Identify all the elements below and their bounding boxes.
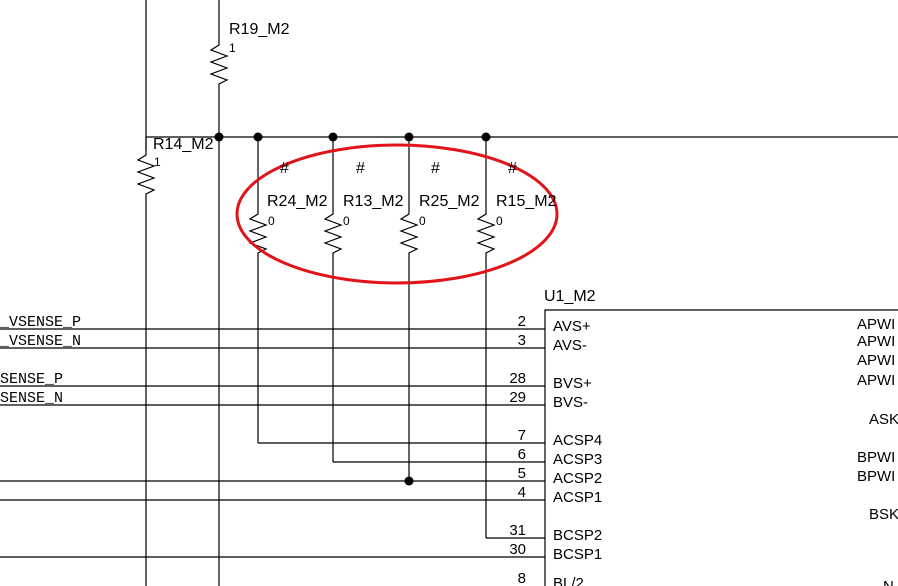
- ic-pin-label: ACSP2: [553, 470, 602, 487]
- r25-mark: #: [431, 160, 440, 177]
- r24-label: R24_M2: [267, 193, 328, 210]
- ic-right-pin-label: APWI: [857, 372, 895, 389]
- ic-right-pin-label: APWI: [857, 333, 895, 350]
- r19-resistor-symbol: [209, 40, 229, 88]
- junction-dot: [253, 132, 263, 142]
- ic-right-pin-label: ASK: [869, 411, 898, 428]
- r14-resistor-symbol: [136, 150, 156, 200]
- net-label-avsense-p: _VSENSE_P: [0, 314, 81, 331]
- ic-pin-number: 29: [509, 389, 526, 406]
- r19-label: R19_M2: [229, 21, 290, 38]
- r13-label: R13_M2: [343, 193, 404, 210]
- ic-pin-label: BCSP2: [553, 527, 602, 544]
- ic-right-pin-label: APWI: [857, 352, 895, 369]
- net-label-bsense-p: SENSE_P: [0, 371, 63, 388]
- r15-pin-label: 0: [496, 214, 503, 228]
- ic-pin-label: ACSP1: [553, 489, 602, 506]
- r25-resistor-symbol: [399, 210, 419, 256]
- ic-pin-label: ACSP4: [553, 432, 602, 449]
- junction-dot: [481, 132, 491, 142]
- ic-pin-label: BCSP1: [553, 546, 602, 563]
- ic-pin-label: BL/2: [553, 575, 584, 586]
- junction-dot: [404, 476, 414, 486]
- r13-pin-label: 0: [343, 214, 350, 228]
- junction-dot: [214, 132, 224, 142]
- ic-pin-number: 28: [509, 370, 526, 387]
- r19-pin-label: 1: [229, 41, 236, 55]
- ic-pin-label: AVS-: [553, 337, 587, 354]
- r24-mark: #: [280, 160, 289, 177]
- ic-right-pin-label: N: [883, 578, 894, 586]
- r13-mark: #: [356, 160, 365, 177]
- ic-label: U1_M2: [544, 288, 596, 305]
- r15-label: R15_M2: [496, 193, 557, 210]
- ic-pin-label: BVS-: [553, 394, 588, 411]
- ic-right-pin-label: BPWI: [857, 468, 895, 485]
- ic-right-pin-label: BSK: [869, 506, 898, 523]
- ic-pin-number: 7: [518, 427, 526, 444]
- ic-right-pin-label: BPWI: [857, 449, 895, 466]
- ic-pin-label: BVS+: [553, 375, 592, 392]
- ic-body-outline: [544, 309, 898, 586]
- ic-left-pins: 2 AVS+ 3 AVS- 28 BVS+ 29 BVS- 7 ACSP4 6 ACSP3 5 ACSP2…: [509, 313, 602, 586]
- ic-pin-number: 4: [518, 484, 526, 501]
- ic-right-pins: APWIAPWIAPWIAPWIASKBPWIBPWIBSKN: [857, 316, 898, 586]
- ic-pin-number: 31: [509, 522, 526, 539]
- r13-resistor-symbol: [323, 210, 343, 256]
- ic-pin-label: ACSP3: [553, 451, 602, 468]
- ic-pin-number: 5: [518, 465, 526, 482]
- net-label-avsense-n: _VSENSE_N: [0, 333, 81, 350]
- junction-dot: [328, 132, 338, 142]
- ic-pin-number: 30: [509, 541, 526, 558]
- net-label-bsense-n: SENSE_N: [0, 390, 63, 407]
- ic-pin-number: 2: [518, 313, 526, 330]
- junction-dot: [404, 132, 414, 142]
- ic-pin-label: AVS+: [553, 318, 591, 335]
- highlight-ellipse: [235, 143, 559, 285]
- ic-pin-number: 8: [518, 570, 526, 586]
- r14-label: R14_M2: [153, 136, 214, 153]
- r24-pin-label: 0: [268, 214, 275, 228]
- r15-resistor-symbol: [476, 210, 496, 256]
- r14-pin-label: 1: [154, 155, 161, 169]
- ic-right-pin-label: APWI: [857, 316, 895, 333]
- r15-mark: #: [508, 160, 517, 177]
- r25-label: R25_M2: [419, 193, 480, 210]
- r25-pin-label: 0: [419, 214, 426, 228]
- ic-pin-number: 3: [518, 332, 526, 349]
- ic-pin-number: 6: [518, 446, 526, 463]
